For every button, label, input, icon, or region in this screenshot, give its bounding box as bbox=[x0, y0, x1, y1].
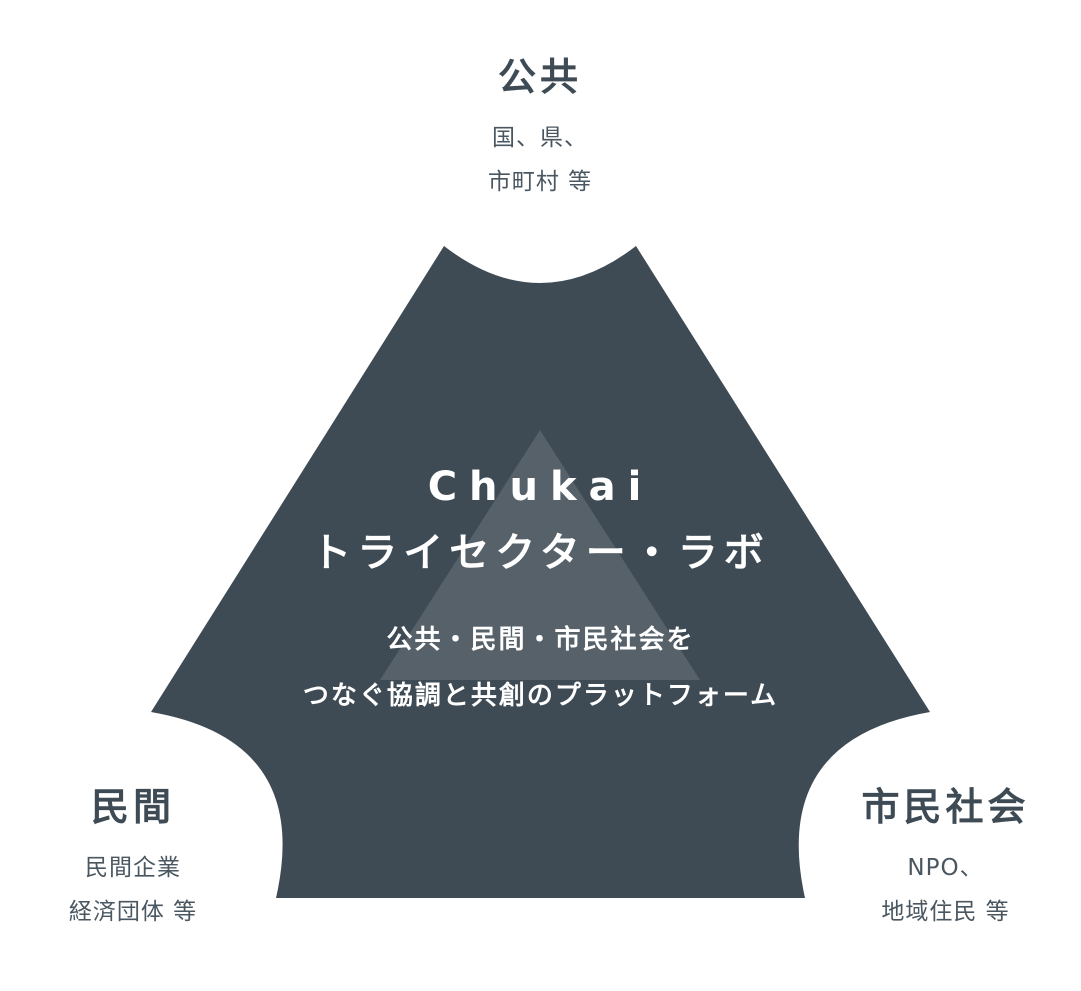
center-subtitle: 公共・民間・市民社会を つなぐ協調と共創のプラットフォーム bbox=[0, 612, 1081, 724]
node-private-title: 民間 bbox=[90, 785, 175, 829]
node-private-line2: 経済団体 等 bbox=[68, 899, 198, 925]
inner-triangle bbox=[380, 430, 700, 680]
node-civil-line2: 地域住民 等 bbox=[881, 899, 1010, 925]
node-public: 公共 国、県、 市町村 等 bbox=[390, 58, 690, 204]
node-public-line1: 国、県、 bbox=[492, 125, 588, 151]
node-civil-title: 市民社会 bbox=[861, 785, 1030, 829]
center-title-brand: Chukai bbox=[427, 464, 654, 510]
center-subtitle-line1: 公共・民間・市民社会を bbox=[386, 625, 695, 655]
center-title-lab: トライセクター・ラボ bbox=[311, 530, 770, 576]
center-block: Chukai トライセクター・ラボ 公共・民間・市民社会を つなぐ協調と共創のプ… bbox=[0, 454, 1081, 724]
node-civil-line1: NPO、 bbox=[907, 855, 984, 881]
node-private: 民間 民間企業 経済団体 等 bbox=[0, 788, 266, 934]
node-public-line2: 市町村 等 bbox=[487, 169, 593, 195]
node-private-line1: 民間企業 bbox=[85, 855, 181, 881]
center-title: Chukai トライセクター・ラボ bbox=[0, 454, 1081, 586]
node-civil-society: 市民社会 NPO、 地域住民 等 bbox=[810, 788, 1081, 934]
node-public-title: 公共 bbox=[497, 55, 582, 99]
center-subtitle-line2: つなぐ協調と共創のプラットフォーム bbox=[302, 681, 779, 711]
